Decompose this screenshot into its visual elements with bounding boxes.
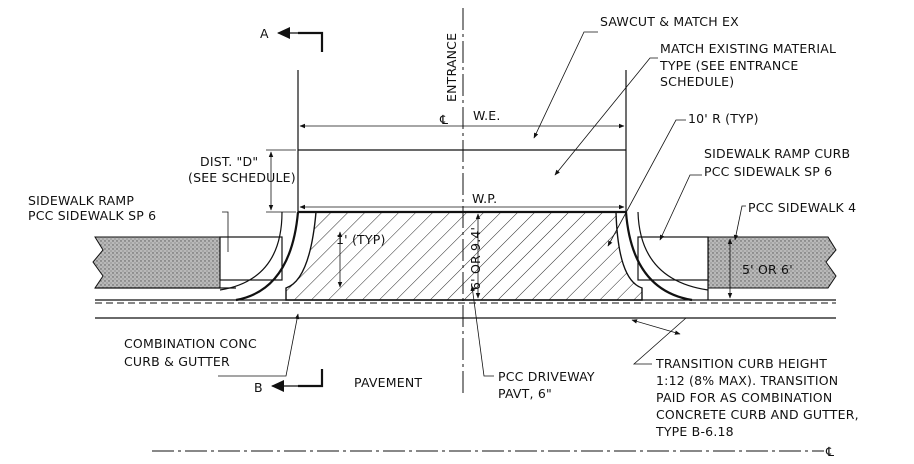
dimensions xyxy=(266,123,733,335)
match-existing-area xyxy=(297,70,627,214)
ramp-curb-label-2: PCC SIDEWALK SP 6 xyxy=(704,164,832,179)
pavement-label: PAVEMENT xyxy=(354,375,422,390)
pcc-driveway xyxy=(285,211,643,301)
cl-symbol: ℄ xyxy=(439,112,448,127)
dist-label-2: (SEE SCHEDULE) xyxy=(188,170,296,185)
typ-label: 1' (TYP) xyxy=(336,232,386,247)
match-existing-label-2: TYPE (SEE ENTRANCE xyxy=(659,58,798,73)
transition-label-4: CONCRETE CURB AND GUTTER, xyxy=(656,407,859,422)
driveway-label-2: PAVT, 6" xyxy=(498,386,552,401)
ramp-left-label-1: SIDEWALK RAMP xyxy=(28,193,134,208)
dist-label-1: DIST. "D" xyxy=(200,154,258,169)
we-label: W.E. xyxy=(473,108,501,123)
combo-label-2: CURB & GUTTER xyxy=(124,354,230,369)
section-marker-top: A xyxy=(260,26,324,52)
combo-label-1: COMBINATION CONC xyxy=(124,336,257,351)
driveway-label-1: PCC DRIVEWAY xyxy=(498,369,595,384)
sidewalk4-label: PCC SIDEWALK 4 xyxy=(748,200,856,215)
transition-label-3: PAID FOR AS COMBINATION xyxy=(656,390,832,405)
sw-width-label: 5' OR 6' xyxy=(742,262,793,277)
transition-label-1: TRANSITION CURB HEIGHT xyxy=(655,356,827,371)
drive-depth-label: 6' OR 9.4' xyxy=(468,227,483,290)
ramp-curb-label-1: SIDEWALK RAMP CURB xyxy=(704,146,850,161)
wp-label: W.P. xyxy=(472,191,497,206)
match-existing-label-1: MATCH EXISTING MATERIAL xyxy=(660,41,836,56)
svg-text:A: A xyxy=(260,26,269,41)
sawcut-label: SAWCUT & MATCH EX xyxy=(600,14,739,29)
road-cl-symbol: ℄ xyxy=(825,444,834,459)
ramp-left-label-2: PCC SIDEWALK SP 6 xyxy=(28,208,156,223)
cl-entrance-label: ENTRANCE xyxy=(444,33,459,102)
section-marker-bottom: B xyxy=(254,369,324,395)
transition-label-2: 1:12 (8% MAX). TRANSITION xyxy=(656,373,838,388)
leaders xyxy=(218,31,746,377)
radius-label: 10' R (TYP) xyxy=(688,111,759,126)
transition-label-5: TYPE B-6.18 xyxy=(655,424,734,439)
svg-text:B: B xyxy=(254,380,263,395)
match-existing-label-3: SCHEDULE) xyxy=(660,74,734,89)
